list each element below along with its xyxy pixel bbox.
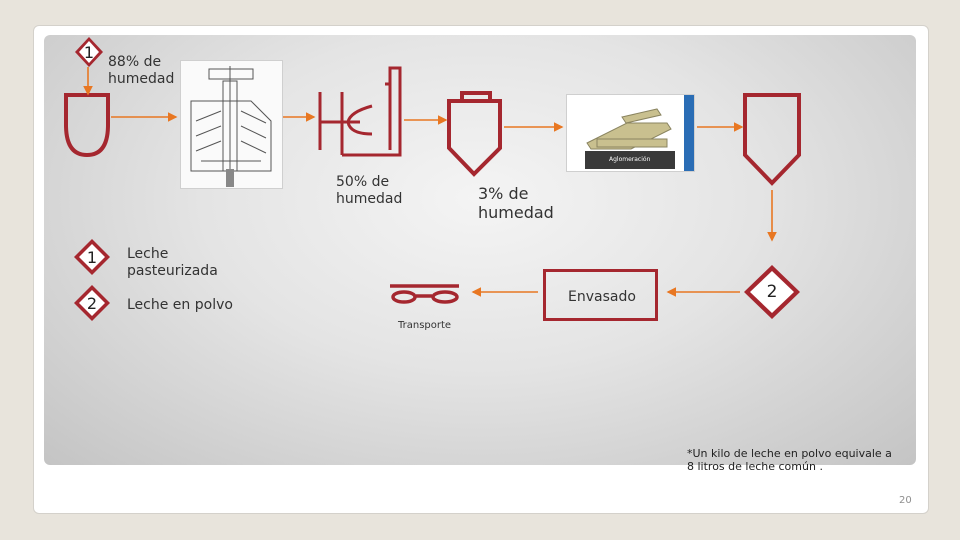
badge-1-top-text: 1 [83,42,95,62]
legend-label-1: Leche pasteurizada [127,246,218,279]
humidity-50-label: 50% de humedad [336,174,403,207]
envasado-label: Envasado [568,289,636,305]
flow-arrows [83,67,777,297]
agglomeration-caption: Aglomeración [609,156,651,163]
separator-image [180,60,283,189]
humidity-88-label: 88% de humedad [108,54,175,87]
legend-label-2: Leche en polvo [127,297,233,313]
agglomeration-drawing [585,95,694,171]
legend-badge-1: 1 [74,239,110,275]
transport-cart-icon [390,284,459,304]
page-number: 20 [899,495,912,506]
agglomeration-image: Aglomeración [566,94,695,172]
legend-badge-1-text: 1 [86,247,98,267]
badge-2-flow: 2 [744,265,800,319]
badge-1-top: 1 [75,37,103,67]
legend-badge-2-text: 2 [86,293,98,313]
transporte-label: Transporte [398,320,452,331]
dryer-hopper [447,91,502,177]
raw-milk-vessel [64,93,110,158]
badge-2-flow-text: 2 [766,282,778,302]
humidity-3-label: 3% de humedad [478,184,554,222]
legend-badge-2: 2 [74,285,110,321]
storage-silo [743,93,801,186]
evaporator-icon [318,66,402,157]
footnote: *Un kilo de leche en polvo equivale a 8 … [687,447,892,473]
separator-drawing [190,66,272,187]
envasado-box [543,269,658,321]
